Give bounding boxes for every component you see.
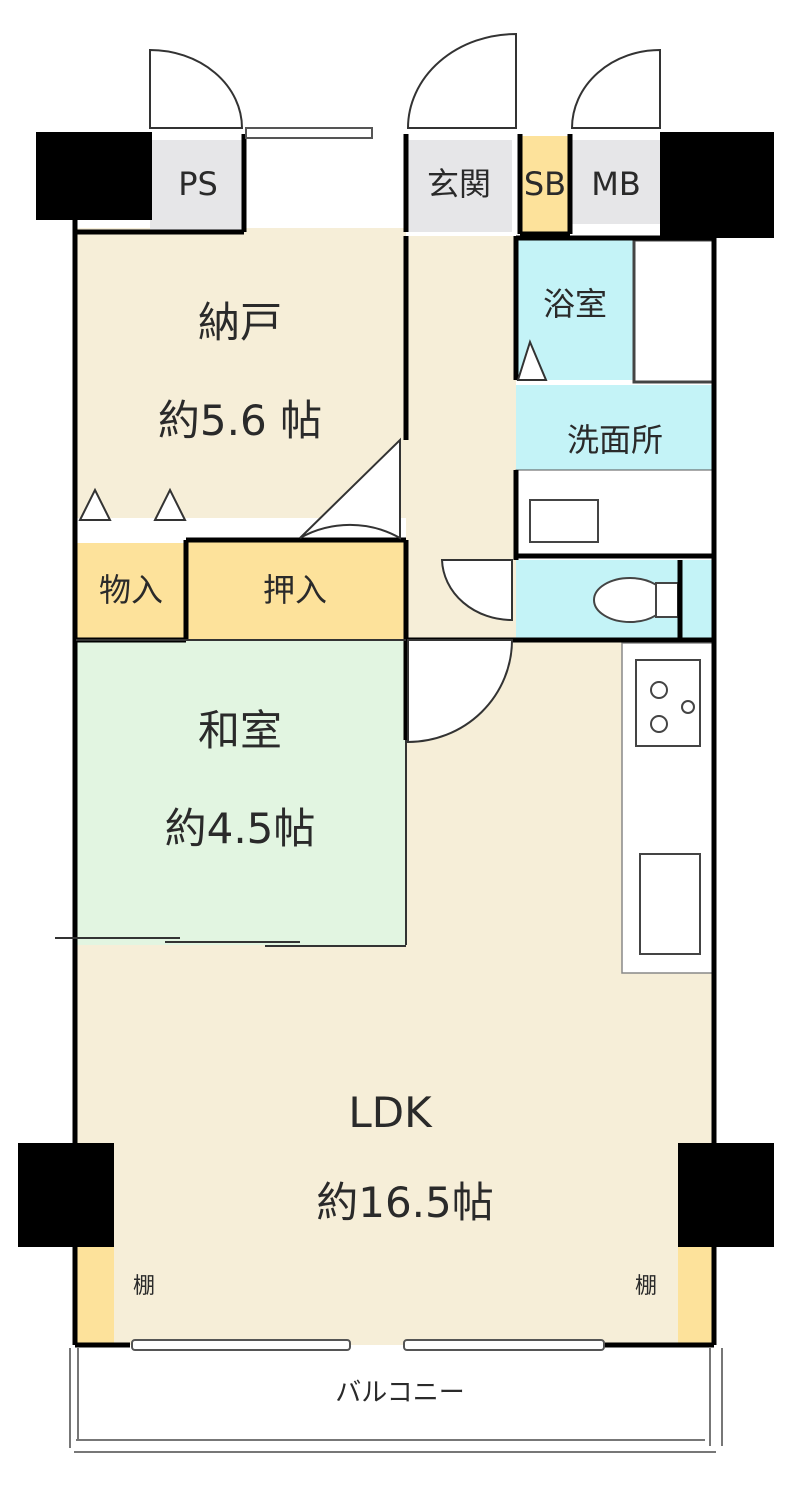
kitchen-sink bbox=[639, 853, 701, 955]
window bbox=[131, 1339, 351, 1351]
monoire-label: 物入 bbox=[98, 571, 163, 609]
balcony-label: バルコニー bbox=[335, 1378, 465, 1408]
washroom-label: 洗面所 bbox=[566, 421, 663, 459]
entrance-label: 玄関 bbox=[426, 165, 491, 203]
shelf-right-label: 棚 bbox=[634, 1274, 657, 1299]
burner-icon bbox=[650, 715, 668, 733]
oshiire-label: 押入 bbox=[262, 571, 327, 609]
balcony-outline bbox=[69, 1348, 723, 1453]
ps-fill bbox=[150, 140, 242, 232]
washroom-fill bbox=[516, 385, 714, 470]
bathroom-label: 浴室 bbox=[542, 285, 607, 323]
shelf-left-fill bbox=[76, 1245, 114, 1345]
pillar bbox=[660, 132, 774, 238]
entrance-fill bbox=[406, 140, 512, 232]
washitsu-area: 約4.5帖 bbox=[164, 804, 316, 853]
walls bbox=[72, 134, 717, 1348]
sb-label: SB bbox=[523, 165, 567, 203]
burner-icon bbox=[681, 700, 695, 714]
ldk-label: LDK bbox=[348, 1088, 432, 1137]
oshiire-fill bbox=[186, 540, 406, 640]
nando-area: 約5.6 帖 bbox=[157, 396, 323, 445]
washbasin bbox=[529, 499, 599, 543]
mb-fill bbox=[572, 140, 660, 224]
washitsu-label: 和室 bbox=[197, 706, 282, 755]
nando-label: 納戸 bbox=[197, 298, 282, 347]
window bbox=[403, 1339, 605, 1351]
door-swings bbox=[78, 32, 661, 744]
sb-fill bbox=[522, 136, 570, 234]
mb-label: MB bbox=[591, 165, 641, 203]
pillar bbox=[678, 1143, 774, 1247]
pillar bbox=[18, 1143, 114, 1247]
shelf-left-label: 棚 bbox=[132, 1274, 155, 1299]
nando-floor bbox=[76, 228, 406, 518]
pillar bbox=[36, 132, 152, 220]
burner-icon bbox=[650, 681, 668, 699]
washitsu-floor bbox=[76, 640, 406, 945]
ldk-area: 約16.5帖 bbox=[316, 1178, 494, 1227]
ps-label: PS bbox=[178, 165, 218, 203]
stove bbox=[635, 659, 701, 747]
monoire-fill bbox=[76, 543, 186, 640]
shelf-right-fill bbox=[678, 1245, 714, 1345]
